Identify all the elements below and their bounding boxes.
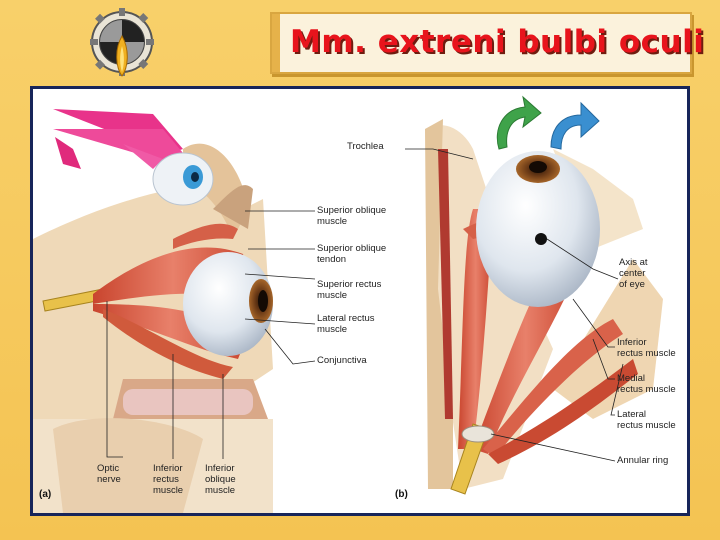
- label-trochlea: Trochlea: [347, 141, 384, 152]
- label-inferior-oblique-muscle: Inferior oblique muscle: [205, 463, 236, 496]
- label-medial-rectus-muscle: Medial rectus muscle: [617, 373, 676, 395]
- compass-gear-logo-icon: [88, 6, 156, 80]
- label-lateral-rectus-muscle-a: Lateral rectus muscle: [317, 313, 375, 335]
- panel-b-tag: (b): [395, 489, 408, 500]
- eye-muscles-figure: Superior oblique muscle Superior oblique…: [30, 86, 690, 516]
- panel-a-tag: (a): [39, 489, 51, 500]
- title-box-accent: [272, 14, 280, 72]
- panel-b-illustration: [405, 97, 663, 494]
- label-lateral-rectus-muscle-b: Lateral rectus muscle: [617, 409, 676, 431]
- label-superior-oblique-tendon: Superior oblique tendon: [317, 243, 386, 265]
- label-superior-oblique-muscle: Superior oblique muscle: [317, 205, 386, 227]
- title-box: Mm. extreni bulbi oculi: [270, 12, 692, 74]
- label-annular-ring: Annular ring: [617, 455, 668, 466]
- label-superior-rectus-muscle: Superior rectus muscle: [317, 279, 381, 301]
- panel-a-illustration: [33, 109, 315, 513]
- slide-title: Mm. extreni bulbi oculi: [290, 24, 680, 60]
- label-axis-center-of-eye: Axis at center of eye: [619, 257, 648, 290]
- anatomy-illustration: [33, 89, 687, 513]
- label-inferior-rectus-muscle-a: Inferior rectus muscle: [153, 463, 183, 496]
- label-conjunctiva: Conjunctiva: [317, 355, 367, 366]
- label-optic-nerve: Optic nerve: [97, 463, 121, 485]
- label-inferior-rectus-muscle-b: Inferior rectus muscle: [617, 337, 676, 359]
